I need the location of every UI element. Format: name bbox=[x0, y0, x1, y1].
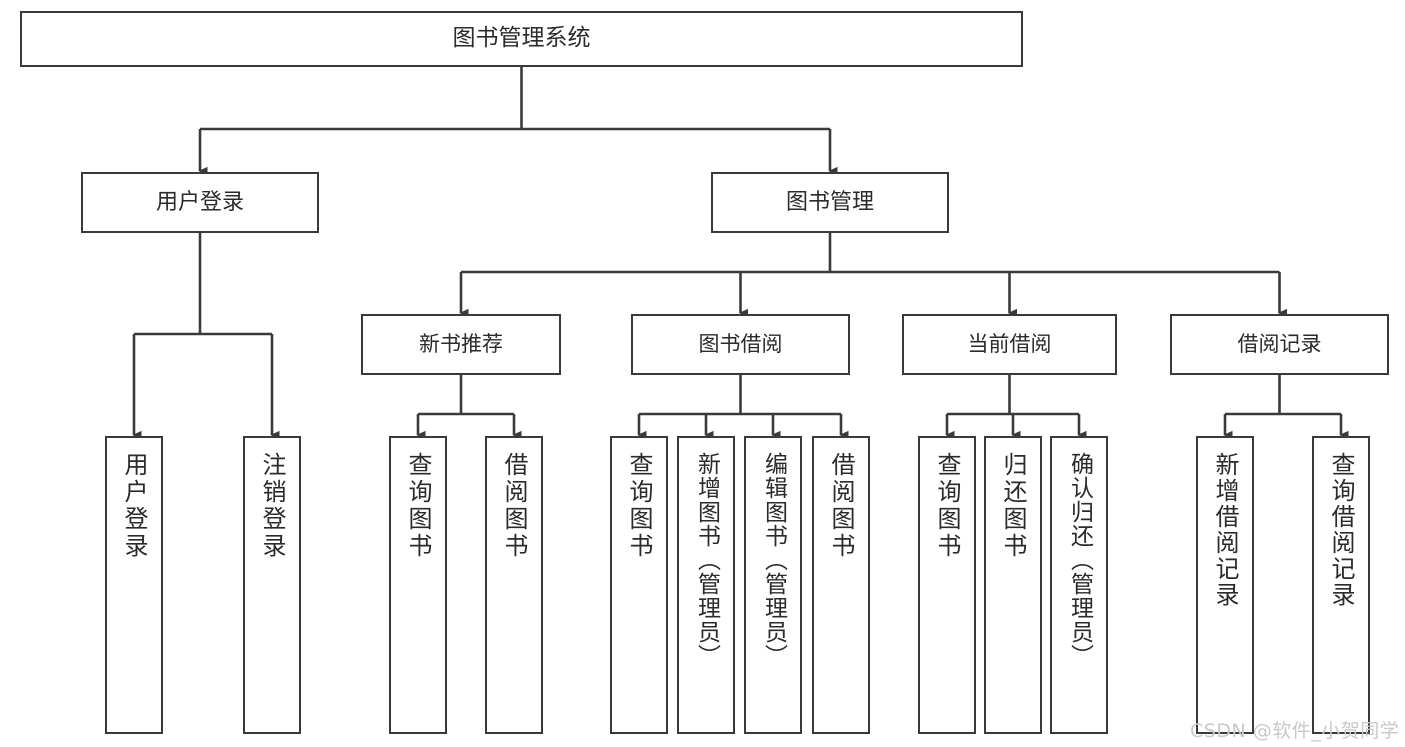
node-leaf-query-book-2[interactable]: 查询图书 bbox=[610, 436, 668, 734]
node-leaf-add-book[interactable]: 新增图书（管理员） bbox=[677, 436, 735, 734]
node-leaf-borrow-book-1[interactable]: 借阅图书 bbox=[485, 436, 543, 734]
node-leaf-return-book[interactable]: 归还图书 bbox=[984, 436, 1042, 734]
node-label: 编辑图书（管理员） bbox=[760, 452, 787, 668]
node-leaf-query-book-3[interactable]: 查询图书 bbox=[918, 436, 976, 734]
node-label: 查询借阅记录 bbox=[1327, 452, 1355, 608]
node-root-book-management-system[interactable]: 图书管理系统 bbox=[20, 11, 1023, 67]
node-book-borrow[interactable]: 图书借阅 bbox=[631, 314, 850, 375]
node-label: 图书管理 bbox=[785, 189, 874, 215]
node-leaf-query-record[interactable]: 查询借阅记录 bbox=[1312, 436, 1370, 734]
node-current-borrow[interactable]: 当前借阅 bbox=[902, 314, 1117, 375]
csdn-watermark: CSDN @软件_小贺同学 bbox=[1190, 720, 1400, 742]
node-label: 当前借阅 bbox=[967, 332, 1052, 357]
node-label: 新书推荐 bbox=[419, 332, 503, 357]
node-label: 查询图书 bbox=[933, 452, 961, 560]
node-label: 确认归还（管理员） bbox=[1066, 452, 1093, 668]
node-leaf-query-book-1[interactable]: 查询图书 bbox=[389, 436, 447, 734]
node-borrow-record[interactable]: 借阅记录 bbox=[1170, 314, 1389, 375]
node-label: 查询图书 bbox=[625, 452, 653, 560]
node-leaf-edit-book[interactable]: 编辑图书（管理员） bbox=[744, 436, 802, 734]
node-new-book-recommend[interactable]: 新书推荐 bbox=[361, 314, 561, 375]
node-label: 新增借阅记录 bbox=[1211, 452, 1239, 608]
node-user-login[interactable]: 用户登录 bbox=[81, 172, 319, 233]
node-label: 借阅图书 bbox=[500, 452, 528, 560]
node-leaf-add-record[interactable]: 新增借阅记录 bbox=[1196, 436, 1254, 734]
node-leaf-user-login[interactable]: 用户登录 bbox=[105, 436, 163, 734]
node-leaf-borrow-book-2[interactable]: 借阅图书 bbox=[812, 436, 870, 734]
node-label: 用户登录 bbox=[120, 452, 148, 560]
node-leaf-confirm-return[interactable]: 确认归还（管理员） bbox=[1050, 436, 1108, 734]
node-label: 注销登录 bbox=[258, 452, 286, 560]
connector-group bbox=[132, 67, 1349, 440]
node-label: 新增图书（管理员） bbox=[693, 452, 720, 668]
node-book-manage[interactable]: 图书管理 bbox=[711, 172, 949, 233]
node-label: 查询图书 bbox=[404, 452, 432, 560]
node-leaf-logout[interactable]: 注销登录 bbox=[243, 436, 301, 734]
node-label: 用户登录 bbox=[155, 189, 244, 215]
node-label: 图书借阅 bbox=[698, 332, 783, 357]
node-label: 归还图书 bbox=[999, 452, 1027, 560]
node-label: 借阅图书 bbox=[827, 452, 855, 560]
node-label: 借阅记录 bbox=[1237, 332, 1322, 357]
node-label: 图书管理系统 bbox=[452, 25, 591, 52]
